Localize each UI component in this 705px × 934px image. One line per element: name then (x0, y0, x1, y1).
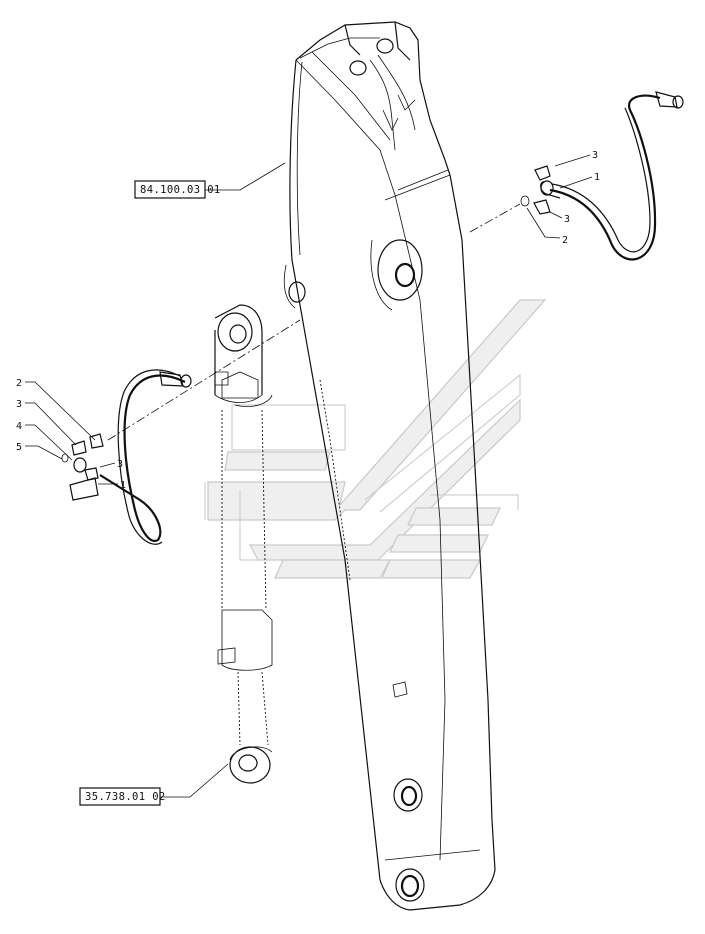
right-hose-assembly (469, 91, 684, 261)
callout-l-1: 1 (120, 480, 126, 491)
boom-arm (283, 21, 496, 911)
callout-l-3a: 3 (16, 399, 22, 410)
callout-r-2: 2 (562, 235, 568, 246)
leader-lines (25, 154, 593, 798)
callout-l-4: 4 (16, 421, 22, 432)
callout-r-3b: 3 (564, 214, 570, 225)
hydraulic-cylinder (214, 304, 273, 784)
callout-l-3b: 3 (117, 459, 123, 470)
ref-box-boom[interactable]: 84.100.03 01 (134, 180, 221, 199)
callout-l-5: 5 (16, 442, 22, 453)
ref-label-cylinder: 35.738.01 02 (85, 791, 166, 803)
ref-box-cylinder[interactable]: 35.738.01 02 (79, 787, 166, 806)
callout-r-3a: 3 (592, 150, 598, 161)
ref-label-boom: 84.100.03 01 (140, 184, 221, 196)
watermark-logo (204, 299, 547, 579)
left-hose-assembly (61, 319, 301, 545)
callouts-right: 3 1 3 2 (562, 150, 600, 246)
callout-l-2: 2 (16, 378, 22, 389)
callouts-left: 2 3 4 5 3 1 (16, 378, 126, 491)
callout-r-1: 1 (594, 172, 600, 183)
